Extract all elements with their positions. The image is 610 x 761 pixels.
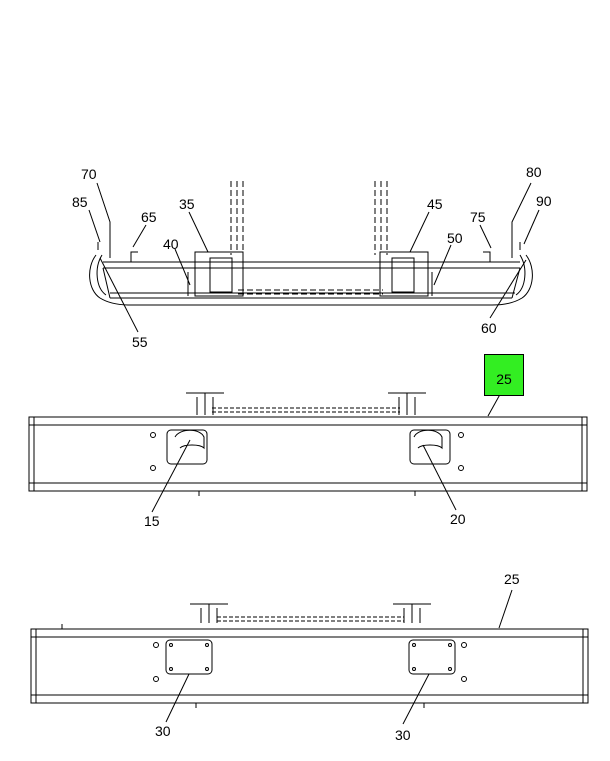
callout-30-left: 30 — [155, 723, 171, 739]
callout-70: 70 — [81, 166, 97, 182]
highlighted-callout-25[interactable]: 25 — [484, 354, 524, 396]
callout-20: 20 — [450, 511, 466, 527]
callout-65: 65 — [141, 209, 157, 225]
callout-90: 90 — [536, 193, 552, 209]
callout-60: 60 — [481, 320, 497, 336]
callout-55: 55 — [132, 334, 148, 350]
highlighted-callout-25-label: 25 — [496, 371, 512, 387]
callout-80: 80 — [526, 164, 542, 180]
callout-75: 75 — [470, 209, 486, 225]
callout-30-right: 30 — [395, 727, 411, 743]
callout-50: 50 — [447, 230, 463, 246]
middle-bumper-view — [28, 392, 588, 496]
callout-45: 45 — [427, 196, 443, 212]
leader-lines — [88, 182, 540, 725]
callout-35: 35 — [179, 196, 195, 212]
callout-15: 15 — [144, 513, 160, 529]
callout-25-bottom: 25 — [504, 571, 520, 587]
callout-40: 40 — [163, 236, 179, 252]
top-bumper-view — [89, 181, 533, 306]
callout-85: 85 — [72, 194, 88, 210]
bottom-bumper-view — [30, 603, 589, 708]
